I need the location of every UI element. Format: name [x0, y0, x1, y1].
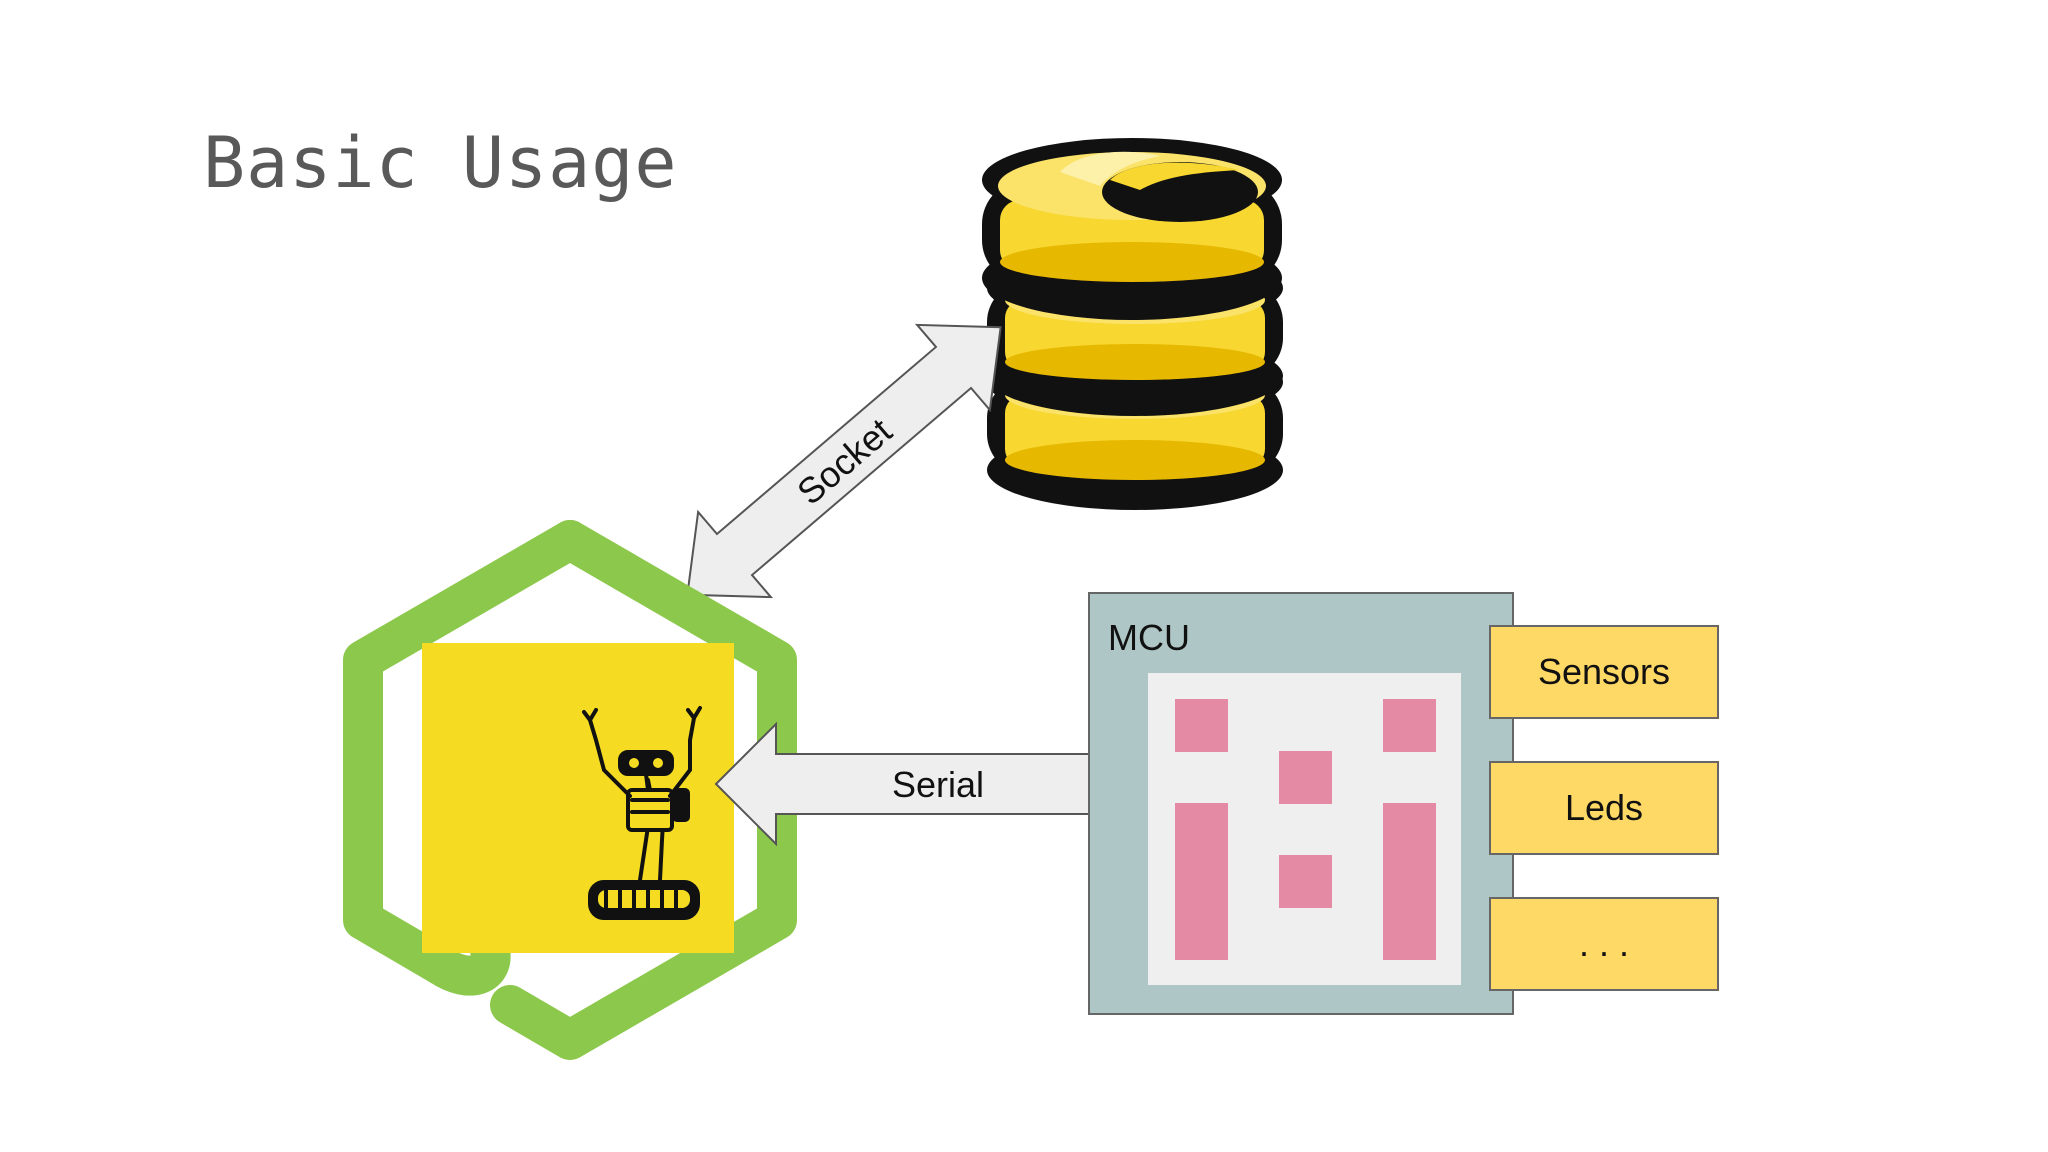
- peripheral-label: Leds: [1565, 787, 1643, 828]
- mcu-label: MCU: [1108, 617, 1190, 658]
- mcu-board: MCU: [1088, 592, 1514, 1015]
- chip-pins: [1175, 699, 1436, 960]
- serial-arrow: Serial: [714, 721, 1168, 847]
- peripheral-more: . . .: [1489, 897, 1719, 991]
- nodejs-logo: [343, 520, 797, 1060]
- database-icon: [982, 138, 1283, 510]
- robot-icon: [582, 706, 702, 920]
- peripheral-sensors: Sensors: [1489, 625, 1719, 719]
- slide-title: Basic Usage: [203, 122, 678, 204]
- peripheral-label: Sensors: [1538, 651, 1670, 692]
- johnny-five-logo: [422, 643, 734, 953]
- serial-label: Serial: [892, 764, 984, 805]
- socket-arrow: Socket: [686, 323, 1002, 599]
- peripheral-label: . . .: [1579, 923, 1629, 964]
- peripheral-leds: Leds: [1489, 761, 1719, 855]
